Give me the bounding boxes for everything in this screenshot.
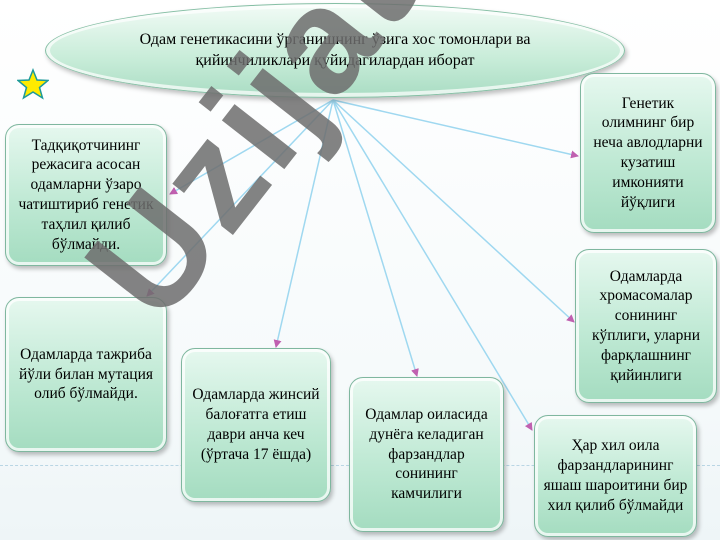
center-topic: Одам генетикасини ўрганишнинг ўзига хос … (45, 3, 625, 98)
box-left2: Одамларда тажриба йўли билан мутация оли… (5, 297, 167, 452)
star-icon (16, 67, 50, 105)
connector-right1 (332, 99, 579, 159)
box-right3-text: Ҳар хил оила фарзандларининг яшаш шароит… (543, 437, 688, 514)
box-left2-text: Одамларда тажриба йўли билан мутация оли… (18, 345, 154, 403)
box-right1-text: Генетик олимнинг бир неча авлодларни куз… (593, 94, 703, 211)
box-left1: Тадқиқотчининг режасига асосан одамларни… (5, 124, 167, 266)
connector-right2 (332, 99, 575, 323)
box-bottom1-text: Одамларда жинсий балоғатга етиш даври ан… (192, 386, 320, 463)
connector-left1 (169, 99, 334, 195)
box-right2: Одамларда хромасомалар сонининг кўплиги,… (575, 249, 717, 403)
connector-bottom1 (273, 99, 334, 348)
box-bottom2: Одамлар оиласида дунёга келадиган фарзан… (349, 377, 504, 532)
connector-bottom2 (332, 99, 419, 377)
connector-left2 (146, 99, 334, 297)
connector-right3 (332, 99, 533, 431)
box-left1-text: Тадқиқотчининг режасига асосан одамларни… (18, 136, 154, 253)
box-right1: Генетик олимнинг бир неча авлодларни куз… (580, 73, 716, 233)
center-topic-text: Одам генетикасини ўрганишнинг ўзига хос … (139, 30, 531, 69)
box-bottom2-text: Одамлар оиласида дунёга келадиган фарзан… (365, 405, 488, 503)
box-bottom1: Одамларда жинсий балоғатга етиш даври ан… (181, 348, 331, 502)
box-right2-text: Одамларда хромасомалар сонининг кўплиги,… (591, 267, 701, 384)
box-right3: Ҳар хил оила фарзандларининг яшаш шароит… (534, 415, 697, 537)
